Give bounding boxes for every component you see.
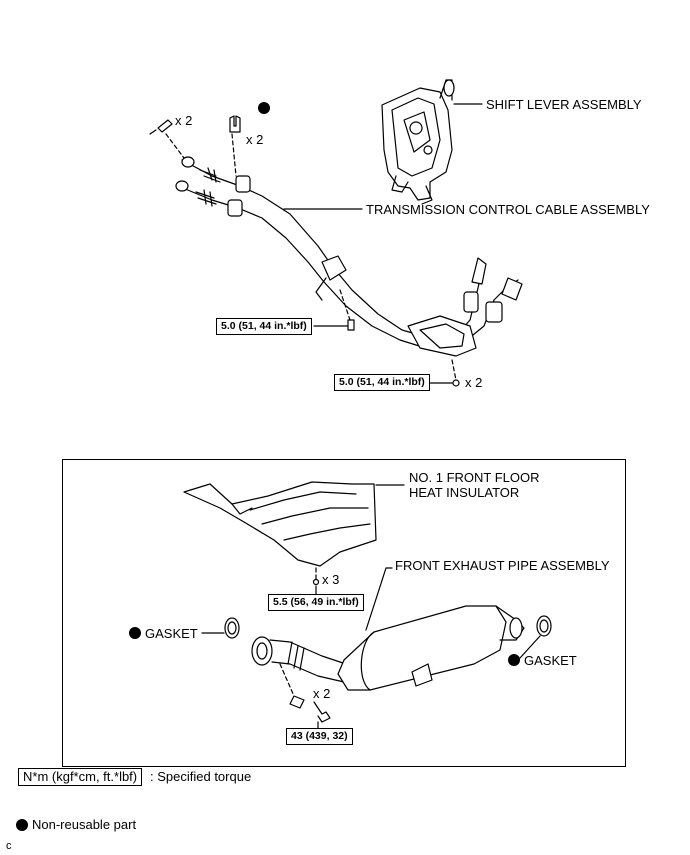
qty-exhaust-bolt: x 2 bbox=[313, 686, 331, 701]
legend-nonreusable-mark bbox=[16, 819, 28, 831]
clip-drawing bbox=[229, 115, 241, 133]
label-transmission-control-cable: TRANSMISSION CONTROL CABLE ASSEMBLY bbox=[366, 202, 650, 217]
gasket-left-drawing bbox=[224, 617, 240, 639]
clip-pin-drawing bbox=[149, 119, 173, 135]
corner-mark: c bbox=[6, 840, 12, 852]
legend-torque-unit: N*m (kgf*cm, ft.*lbf) bbox=[18, 768, 143, 786]
legend-torque-desc: : Specified torque bbox=[150, 769, 252, 784]
exhaust-bolt-drawing bbox=[289, 695, 331, 723]
qty-clip: x 2 bbox=[246, 132, 264, 147]
gasket-right-drawing bbox=[536, 615, 552, 637]
qty-insulator-nut: x 3 bbox=[322, 572, 340, 587]
shift-lever-assembly-drawing bbox=[381, 79, 455, 205]
nonreusable-mark-gasket-right bbox=[508, 654, 520, 666]
label-front-exhaust-pipe: FRONT EXHAUST PIPE ASSEMBLY bbox=[395, 558, 610, 573]
nonreusable-mark-clip bbox=[258, 102, 270, 114]
label-heat-insulator-line2: HEAT INSULATOR bbox=[409, 485, 520, 500]
front-exhaust-pipe-drawing bbox=[251, 605, 525, 691]
torque-cable-bracket: 5.0 (51, 44 in.*lbf) bbox=[216, 318, 312, 335]
label-shift-lever-assembly: SHIFT LEVER ASSEMBLY bbox=[486, 97, 642, 112]
nonreusable-mark-gasket-left bbox=[129, 627, 141, 639]
exhaust-inset-frame bbox=[62, 459, 626, 767]
legend-nonreusable-desc: Non-reusable part bbox=[32, 817, 137, 832]
torque-cable-plate: 5.0 (51, 44 in.*lbf) bbox=[334, 374, 430, 391]
torque-insulator: 5.5 (56, 49 in.*lbf) bbox=[268, 594, 364, 611]
label-heat-insulator-line1: NO. 1 FRONT FLOOR bbox=[409, 470, 540, 485]
heat-insulator-drawing bbox=[183, 481, 377, 567]
label-gasket-right: GASKET bbox=[524, 653, 577, 668]
torque-exhaust: 43 (439, 32) bbox=[286, 728, 353, 745]
transmission-control-cable-drawing bbox=[175, 156, 523, 387]
qty-cable-bolt: x 2 bbox=[465, 375, 483, 390]
label-gasket-left: GASKET bbox=[145, 626, 198, 641]
qty-clip-pin: x 2 bbox=[175, 113, 193, 128]
